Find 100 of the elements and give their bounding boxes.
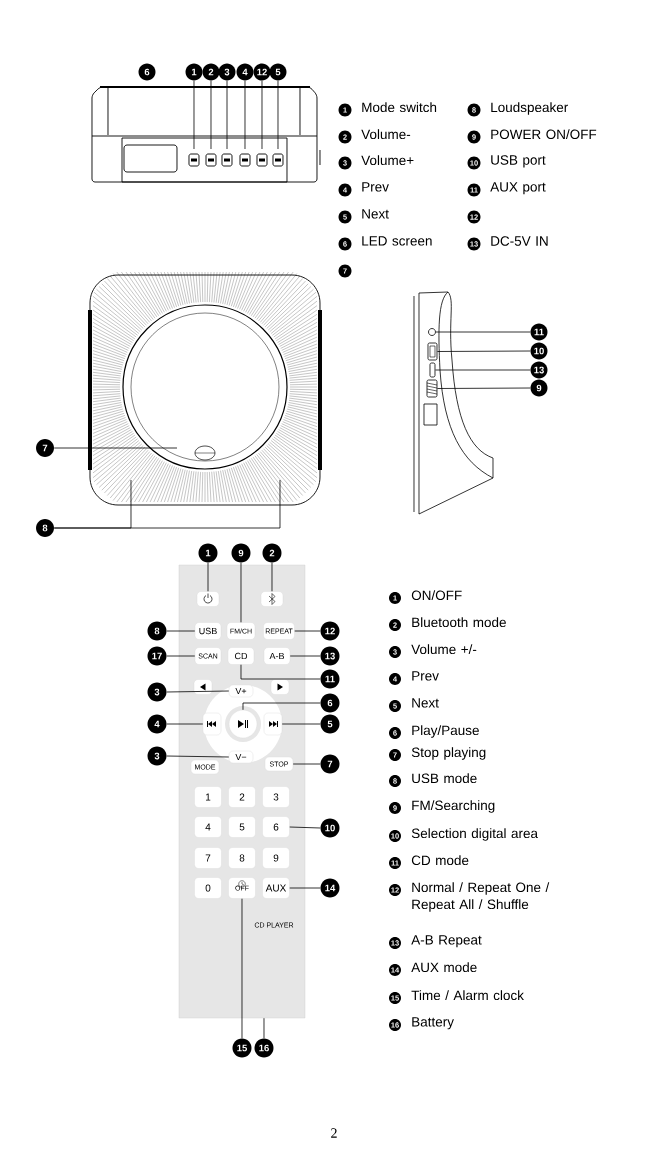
- remote-button: A-B: [263, 647, 291, 665]
- legend-text: Time / Alarm clock: [411, 990, 524, 1001]
- callout-number: 8: [147, 621, 167, 641]
- leader-line: [289, 887, 321, 889]
- leader-line: [277, 80, 279, 150]
- legend-text: DC-5V IN: [491, 236, 548, 246]
- leader-line: [240, 562, 242, 623]
- callout-number: 5: [320, 714, 340, 734]
- leader-line: [193, 80, 195, 150]
- leader-line: [263, 1017, 265, 1039]
- remote-button: [196, 591, 220, 607]
- page-number: 2: [331, 1128, 337, 1138]
- port: [428, 328, 436, 336]
- remote-button: 5: [228, 816, 256, 838]
- leader-line: [226, 80, 228, 150]
- remote-button: AUX: [262, 877, 290, 899]
- legend-text: Battery: [412, 1017, 454, 1030]
- legend-text: LED screen: [362, 236, 432, 246]
- legend-text: Normal / Repeat One / Repeat All / Shuffle: [412, 882, 550, 912]
- leader-line: [166, 723, 204, 725]
- leader-line: [271, 562, 273, 592]
- remote-button: 7: [194, 847, 222, 869]
- remote-button: [202, 712, 222, 736]
- legend-text: Prev: [362, 182, 389, 192]
- leader-line: [210, 80, 212, 150]
- remote-button: 4: [194, 816, 222, 838]
- remote-button: USB: [194, 622, 222, 640]
- legend-text: Volume-: [361, 129, 411, 140]
- port: [427, 342, 438, 361]
- legend-text: Volume+: [361, 155, 414, 166]
- leader-line: [289, 826, 321, 829]
- leader-line: [437, 350, 531, 352]
- remote-button: V+: [228, 684, 254, 698]
- legend-text: AUX port: [490, 182, 546, 195]
- leader-line: [435, 369, 531, 371]
- callout-number: 1: [198, 543, 218, 563]
- callout-number: 2: [202, 63, 220, 81]
- remote-button: 0: [194, 877, 222, 899]
- remote-button: [263, 712, 283, 736]
- callout-number: 14: [320, 878, 340, 898]
- legend-text: Volume +/-: [411, 644, 477, 655]
- callout-number: 7: [36, 439, 54, 457]
- remote-button: 2: [228, 786, 256, 808]
- legend-text: A-B Repeat: [411, 935, 482, 948]
- legend-text: Stop playing: [411, 747, 486, 760]
- leader-line: [292, 763, 321, 765]
- callout-number: 9: [231, 543, 251, 563]
- callout-number: 3: [218, 63, 236, 81]
- callout-number: 9: [530, 379, 548, 397]
- leader-line: [244, 80, 246, 150]
- callout-number: 6: [138, 63, 156, 81]
- callout-number: 13: [530, 361, 548, 379]
- remote-button: CD: [227, 647, 255, 665]
- leader-line: [437, 387, 531, 389]
- callout-number: 1: [185, 63, 203, 81]
- remote-button: 1: [194, 786, 222, 808]
- remote-button: 8: [228, 847, 256, 869]
- leader-line: [53, 447, 178, 449]
- callout-number: 4: [147, 714, 167, 734]
- callout-number: 10: [530, 342, 548, 360]
- callout-number: 5: [269, 63, 287, 81]
- callout-number: 11: [530, 323, 548, 341]
- legend-text: Next: [362, 209, 389, 219]
- callout-number: 4: [236, 63, 254, 81]
- callout-number: 8: [36, 519, 54, 537]
- port: [429, 362, 436, 378]
- legend-text: USB mode: [412, 773, 477, 784]
- leader-line: [242, 702, 321, 711]
- callout-number: 17: [147, 646, 167, 666]
- leader-line: [281, 723, 321, 725]
- legend-text: POWER ON/OFF: [491, 129, 597, 140]
- legend-text: Mode switch: [362, 102, 437, 113]
- callout-number: 11: [320, 669, 340, 689]
- legend-text: ON/OFF: [411, 590, 462, 601]
- legend-text: FM/Searching: [412, 800, 495, 813]
- leader-line: [53, 479, 281, 529]
- callout-number: 15: [232, 1038, 252, 1058]
- leader-line: [240, 664, 321, 680]
- leader-line: [435, 331, 531, 333]
- leader-line: [166, 655, 196, 657]
- callout-number: 2: [262, 543, 282, 563]
- callout-number: 12: [320, 621, 340, 641]
- legend-text: Selection digital area: [411, 828, 538, 841]
- leader-line: [207, 562, 209, 592]
- callout-number: 7: [320, 754, 340, 774]
- remote-button: V−: [228, 750, 254, 764]
- leader-line: [166, 690, 230, 693]
- remote-button: 3: [262, 786, 290, 808]
- remote-button: 6: [262, 816, 290, 838]
- remote-button: [260, 591, 284, 607]
- legend-text: Next: [412, 698, 439, 708]
- legend-text: USB port: [491, 155, 546, 168]
- legend-text: Play/Pause: [412, 725, 479, 738]
- callout-number: 3: [147, 746, 167, 766]
- leader-line: [241, 898, 243, 1039]
- callout-number: 12: [253, 63, 271, 81]
- legend-text: CD mode: [411, 855, 469, 866]
- callout-number: 16: [254, 1038, 274, 1058]
- callout-number: 3: [147, 682, 167, 702]
- remote-button: [228, 709, 258, 739]
